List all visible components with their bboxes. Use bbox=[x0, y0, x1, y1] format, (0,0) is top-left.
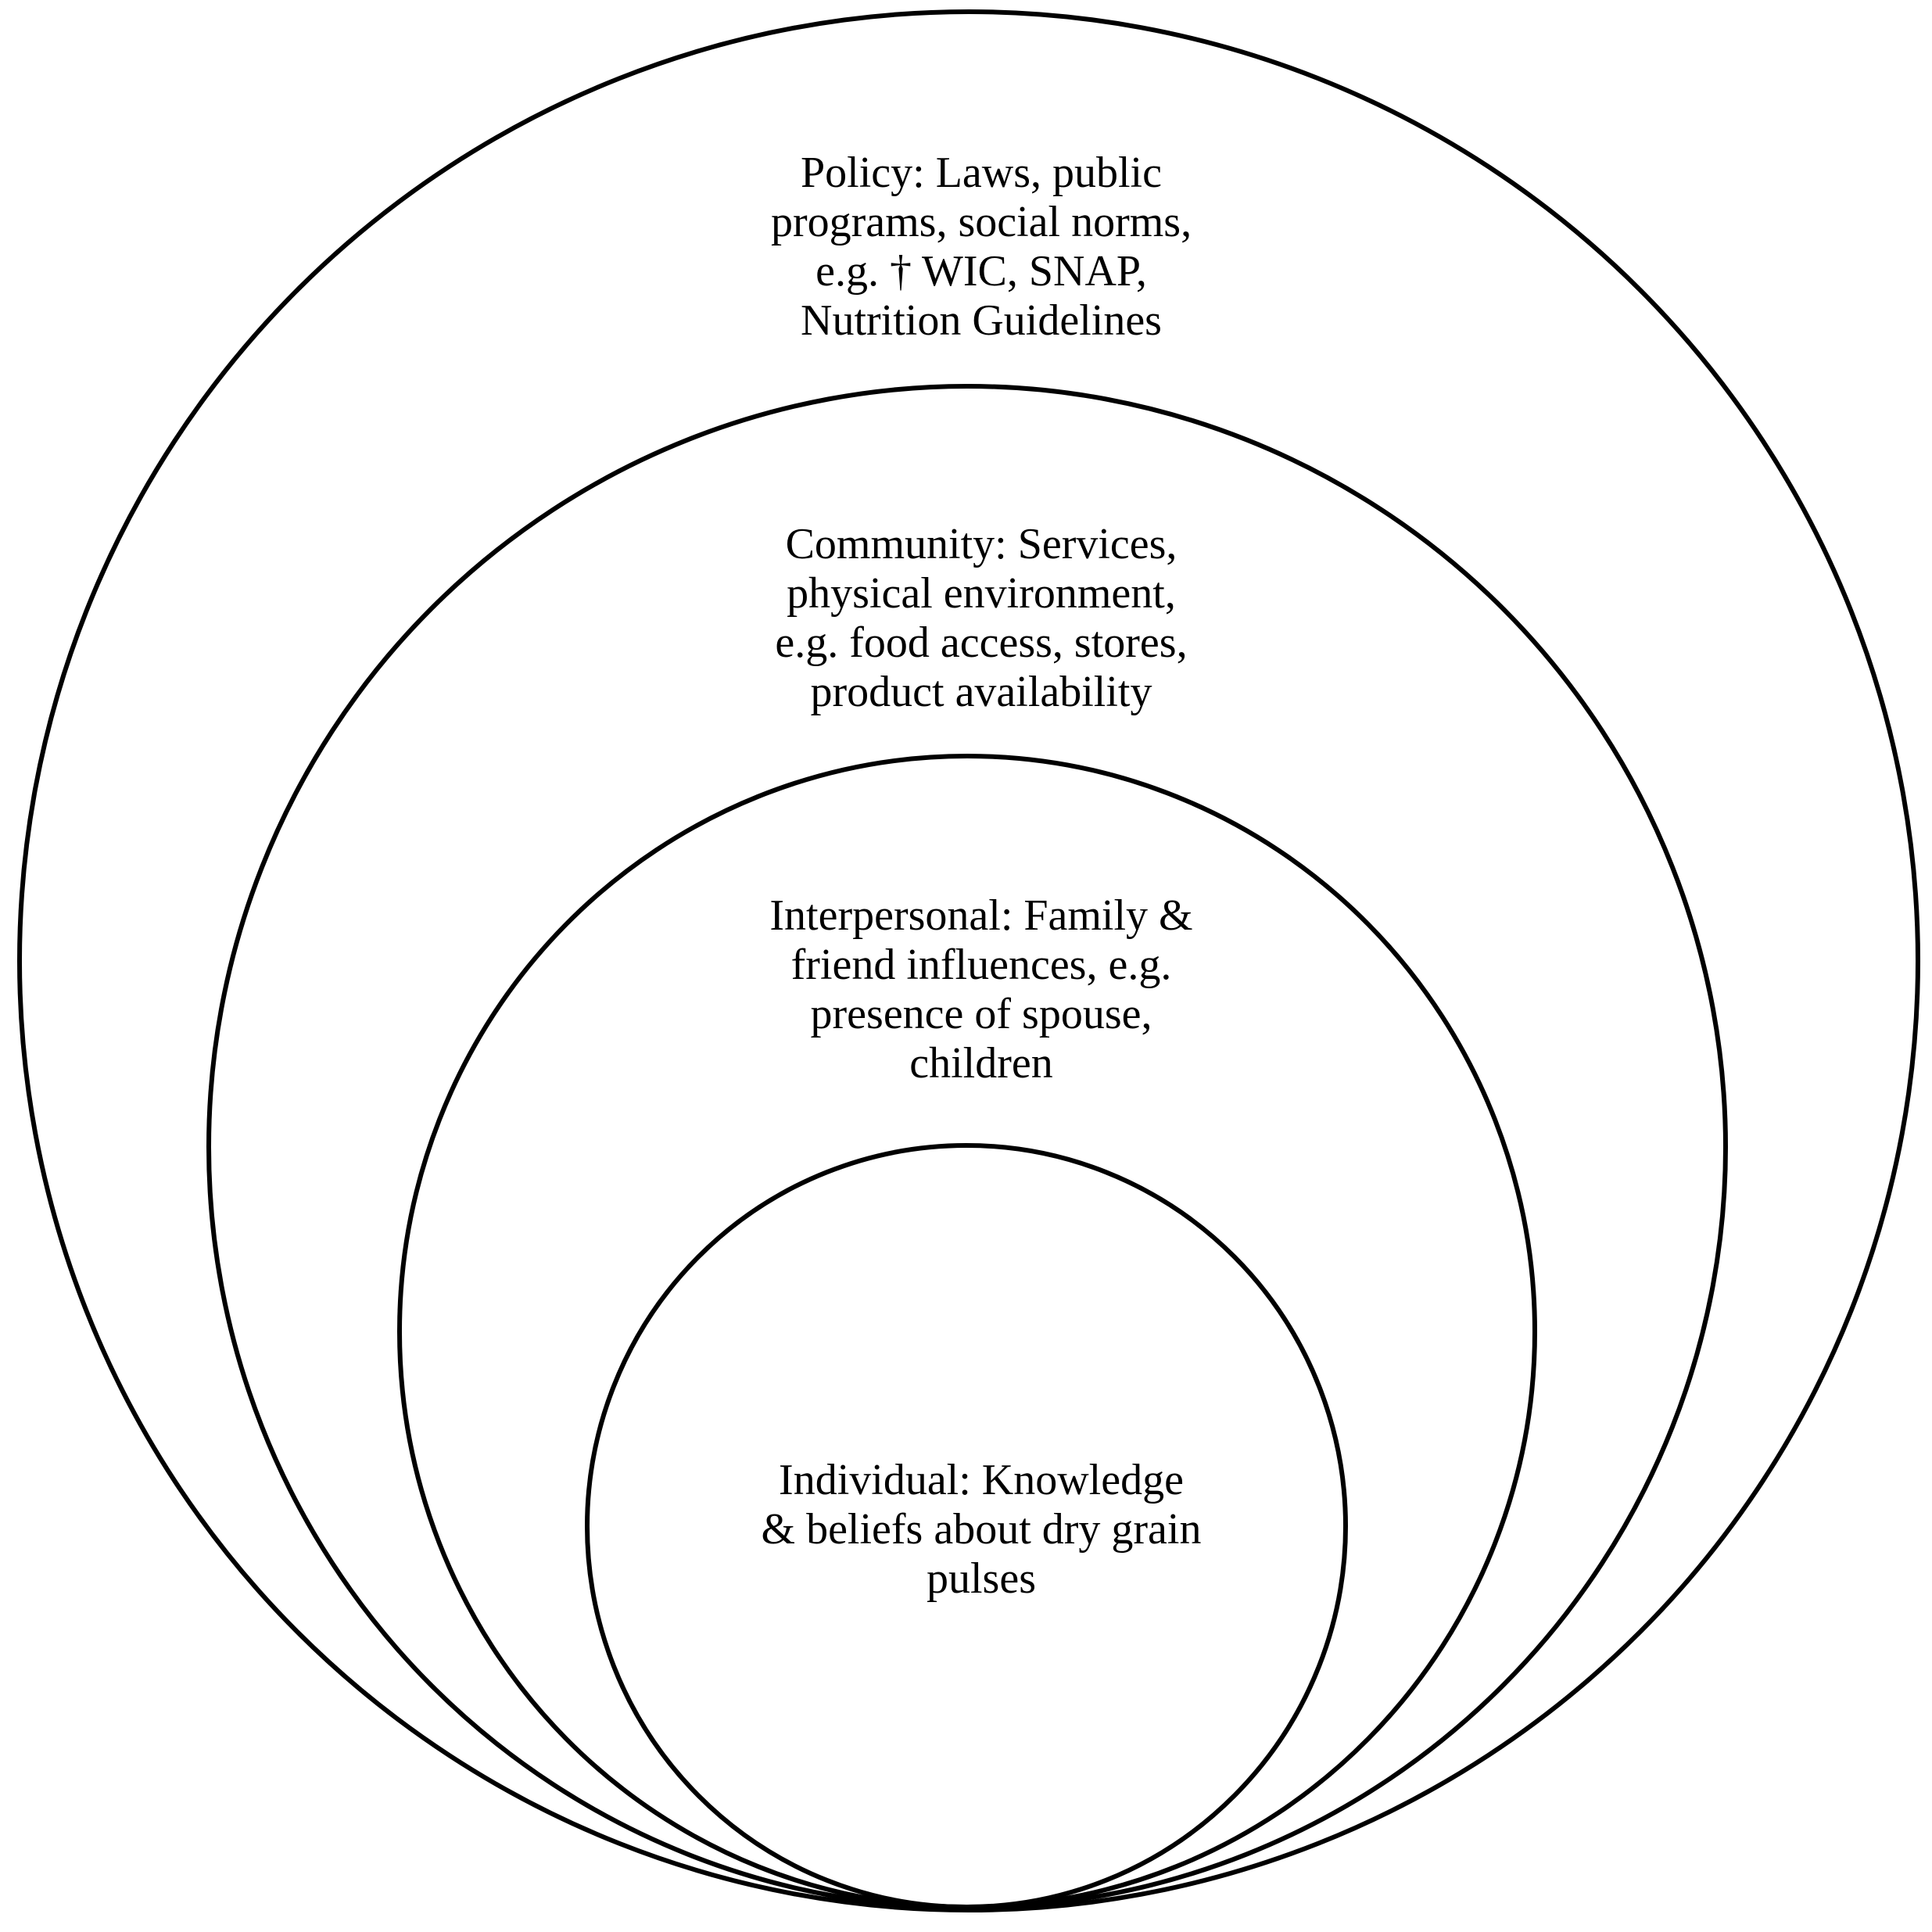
interpersonal-label: Interpersonal: Family & friend influence… bbox=[769, 891, 1193, 1088]
individual-circle bbox=[585, 1143, 1348, 1909]
individual-label: Individual: Knowledge & beliefs about dr… bbox=[761, 1456, 1202, 1603]
community-label: Community: Services, physical environmen… bbox=[775, 520, 1188, 716]
policy-label: Policy: Laws, public programs, social no… bbox=[770, 149, 1192, 345]
policy-circle bbox=[17, 9, 1920, 1912]
